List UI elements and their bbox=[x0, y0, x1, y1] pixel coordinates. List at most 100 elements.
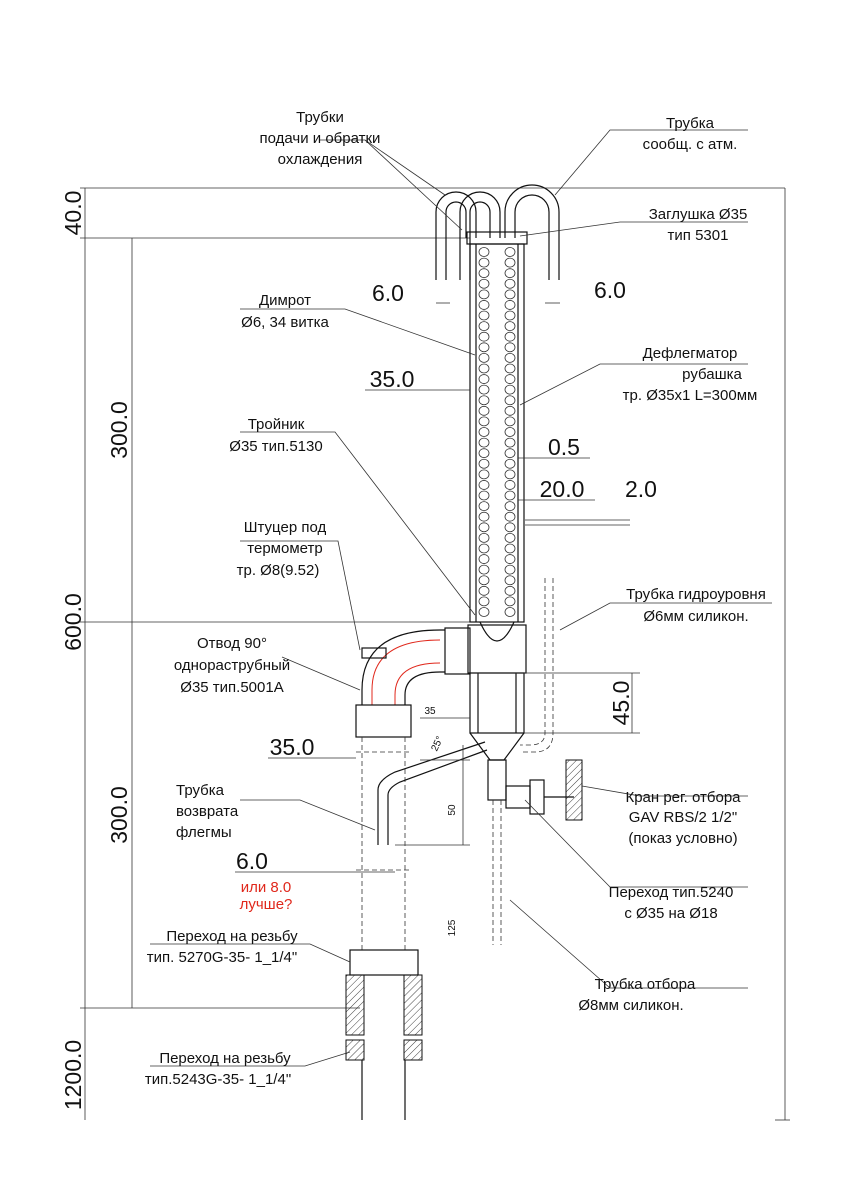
coil-turn-left bbox=[478, 564, 490, 575]
cooling-tubes-line-3: охлаждения bbox=[278, 151, 363, 168]
coil-turn-right bbox=[504, 395, 516, 406]
coil-turn-right bbox=[504, 511, 516, 522]
coil-turn-left bbox=[478, 575, 490, 586]
coil-turn-right bbox=[504, 374, 516, 384]
coil-turn-left bbox=[478, 257, 490, 268]
coil-turn-left bbox=[478, 501, 490, 512]
coil-turn-left bbox=[478, 522, 490, 533]
coil-turn-left bbox=[478, 427, 490, 437]
coil-turn-right bbox=[504, 543, 516, 554]
coil-turn-left bbox=[478, 596, 490, 607]
atm-tube-line-2: сообщ. с атм. bbox=[643, 136, 738, 153]
valve-line-3: (показ условно) bbox=[628, 830, 737, 847]
dim-1200: 1200.0 bbox=[60, 1040, 86, 1110]
dim-125: 125 bbox=[447, 919, 458, 936]
dimension-ticks bbox=[235, 302, 633, 873]
left-dimension-chain bbox=[80, 187, 790, 1121]
reflux-line-1: Трубка bbox=[176, 782, 225, 799]
coil-turn-left bbox=[478, 331, 490, 342]
dim-6-right: 6.0 bbox=[594, 277, 626, 303]
coil-turn-right bbox=[504, 310, 516, 321]
reflux-line-2: возврата bbox=[176, 803, 239, 820]
level-tube bbox=[470, 578, 640, 753]
coil-turn-right bbox=[504, 405, 516, 416]
coil-turn-left bbox=[478, 448, 490, 459]
coil-turn-right bbox=[504, 278, 516, 289]
draw-tube-line-1: Трубка отбора bbox=[595, 976, 696, 993]
coil-turn-left bbox=[478, 458, 490, 469]
dim-300-top: 300.0 bbox=[106, 401, 132, 459]
coil-turn-right bbox=[504, 596, 516, 607]
dephlegmator-jacket bbox=[466, 231, 630, 623]
coil-turn-left bbox=[478, 480, 490, 490]
dimension-labels: 40.0 300.0 600.0 300.0 1200.0 6.0 6.0 35… bbox=[60, 191, 657, 1111]
elbow-line-1: Отвод 90° bbox=[197, 635, 267, 652]
tee-line-1: Тройник bbox=[248, 416, 305, 433]
coil-turn-left bbox=[478, 278, 490, 289]
coil-turn-left bbox=[478, 543, 490, 554]
coil-turn-right bbox=[504, 268, 516, 279]
coil-turn-left bbox=[478, 289, 490, 300]
thread-adapter-1-line-1: Переход на резьбу bbox=[166, 928, 298, 945]
coil-turn-left bbox=[478, 469, 490, 480]
level-tube-line-2: Ø6мм силикон. bbox=[643, 608, 748, 625]
coil-turn-left bbox=[478, 384, 490, 395]
coil-turn-left bbox=[478, 532, 490, 543]
reflux-line-3: флегмы bbox=[176, 824, 232, 841]
coil-turn-right bbox=[504, 342, 516, 353]
coil-turn-right bbox=[504, 247, 516, 257]
coil-turn-left bbox=[478, 363, 490, 374]
coil-turn-right bbox=[504, 480, 516, 490]
coil-turn-right bbox=[504, 607, 516, 617]
dim-35-pipe: 35.0 bbox=[270, 734, 315, 760]
dim-35-coil: 35.0 bbox=[370, 366, 415, 392]
coil-turn-left bbox=[478, 405, 490, 416]
dim-40: 40.0 bbox=[60, 191, 86, 236]
coil-turn-left bbox=[478, 511, 490, 522]
return-pipe bbox=[356, 737, 412, 950]
coil-turn-left bbox=[478, 268, 490, 279]
draw-tube-line-2: Ø8мм силикон. bbox=[578, 997, 683, 1014]
cooling-tubes-line-1: Трубки bbox=[296, 109, 344, 126]
dim-50: 50 bbox=[447, 804, 458, 816]
coil-turn-right bbox=[504, 575, 516, 586]
thread-adapter-1-line-2: тип. 5270G-35- 1_1/4" bbox=[147, 949, 297, 966]
coil-turn-right bbox=[504, 352, 516, 363]
cooling-tubes-line-2: подачи и обратки bbox=[260, 130, 381, 147]
coil-turn-left bbox=[478, 416, 490, 427]
coil-turn-left bbox=[478, 437, 490, 448]
coil-turn-right bbox=[504, 416, 516, 427]
thermo-line-2: термометр bbox=[247, 540, 322, 557]
thread-adapter-2-line-1: Переход на резьбу bbox=[159, 1050, 291, 1067]
coil-turn-left bbox=[478, 321, 490, 332]
coil-turn-right bbox=[504, 469, 516, 480]
valve bbox=[487, 759, 583, 945]
dim-600: 600.0 bbox=[60, 593, 86, 651]
elbow-line-2: однораструбный bbox=[174, 657, 290, 674]
thread-adapter-2-line-2: тип.5243G-35- 1_1/4" bbox=[145, 1071, 291, 1088]
leader-lines bbox=[150, 129, 772, 1067]
level-tube-line-1: Трубка гидроуровня bbox=[626, 586, 766, 603]
dim-2: 2.0 bbox=[625, 476, 657, 502]
coil-turn-right bbox=[504, 300, 516, 310]
coil-turn-right bbox=[504, 564, 516, 575]
cooling-tubes-u bbox=[435, 184, 560, 280]
coil-turn-right bbox=[504, 501, 516, 512]
thermo-line-3: тр. Ø8(9.52) bbox=[237, 562, 320, 579]
dim-25-angle: 25° bbox=[430, 735, 446, 753]
coil-turn-left bbox=[478, 374, 490, 384]
coil-turn-right bbox=[504, 522, 516, 533]
coil-turn-right bbox=[504, 331, 516, 342]
coil-turn-right bbox=[504, 384, 516, 395]
adapter-5240-line-1: Переход тип.5240 bbox=[609, 884, 734, 901]
coil-turn-right bbox=[504, 490, 516, 501]
plug-line-2: тип 5301 bbox=[668, 227, 729, 244]
tee-line-2: Ø35 тип.5130 bbox=[229, 438, 322, 455]
coil-turn-left bbox=[478, 300, 490, 310]
dim-6-left: 6.0 bbox=[372, 280, 404, 306]
dim-300-bottom: 300.0 bbox=[106, 786, 132, 844]
coil-turn-right bbox=[504, 427, 516, 437]
coil-turn-left bbox=[478, 352, 490, 363]
